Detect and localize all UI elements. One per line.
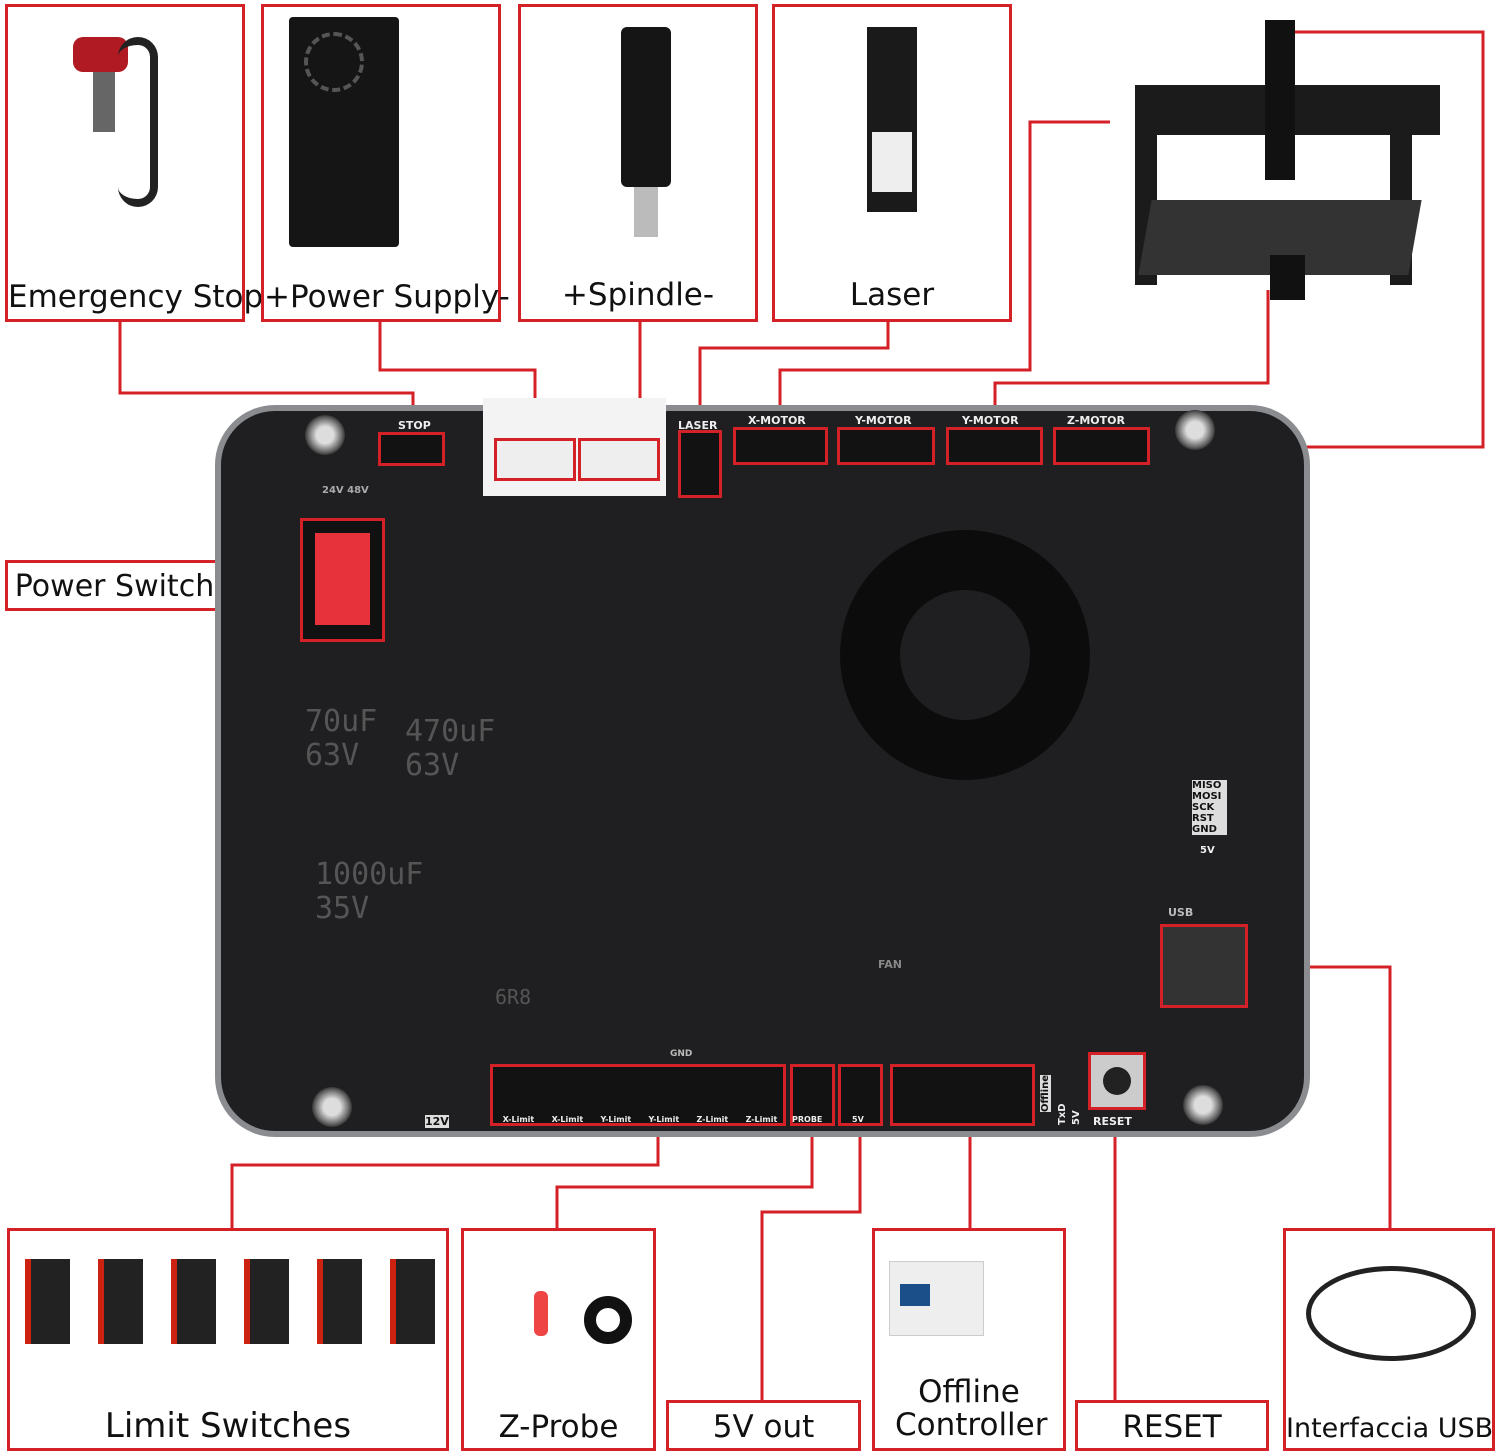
silk-reset: RESET — [1093, 1115, 1132, 1128]
screw-icon — [1183, 1085, 1223, 1125]
laser-panel: Laser — [772, 4, 1012, 322]
offline-controller-label: Offline Controller — [895, 1374, 1048, 1443]
limit-switch-connectors[interactable] — [490, 1064, 786, 1126]
capacitor-label: 1000uF 35V — [315, 857, 424, 926]
silk-txd: TxD — [1057, 1103, 1068, 1125]
probe-connector[interactable] — [790, 1064, 835, 1126]
z-probe-label: Z-Probe — [498, 1409, 619, 1445]
x-motor-connector[interactable] — [733, 427, 828, 465]
screw-icon — [1175, 410, 1215, 450]
silk-usb: USB — [1168, 906, 1194, 919]
reset-panel: RESET — [1075, 1400, 1269, 1451]
spindle-shaft-image — [634, 187, 658, 237]
silk-limit: X-Limit — [502, 1115, 535, 1124]
offline-controller-connector[interactable] — [890, 1064, 1035, 1126]
screw-icon — [312, 1087, 352, 1127]
silk-5v-b: 5V — [1071, 1110, 1082, 1125]
spindle-panel: +Spindle- — [518, 4, 758, 322]
capacitor-label: 470uF 63V — [405, 714, 496, 783]
power-supply-fan-image — [304, 32, 364, 92]
5v-out-panel: 5V out — [666, 1400, 861, 1451]
usb-panel: Interfaccia USB — [1283, 1228, 1495, 1451]
5v-out-label: 5V out — [712, 1409, 815, 1445]
reset-button[interactable] — [1088, 1052, 1146, 1110]
line-laser — [698, 321, 890, 430]
line-z-motor — [1150, 30, 1485, 449]
silk-limit: X-Limit — [551, 1115, 584, 1124]
screw-icon — [305, 415, 345, 455]
usb-cable-image — [1306, 1266, 1476, 1361]
y-motor-connector[interactable] — [837, 427, 935, 465]
silk-gnd: GND — [670, 1049, 693, 1059]
power-switch-panel: Power Switch — [5, 560, 224, 611]
z-probe-panel: Z-Probe — [461, 1228, 656, 1451]
silk-limit: Y-Limit — [600, 1115, 632, 1124]
offline-controller-panel: Offline Controller — [872, 1228, 1066, 1451]
silk-laser: LASER — [678, 419, 718, 432]
power-supply-terminal[interactable] — [494, 438, 576, 481]
cooling-fan-image — [840, 530, 1090, 780]
capacitor-label: 70uF 63V — [305, 704, 378, 773]
line-5v — [760, 1125, 862, 1400]
line-limits — [230, 1125, 660, 1228]
silk-voltage: 24V 48V — [322, 485, 369, 496]
z-probe-puck-image — [584, 1296, 632, 1344]
silk-isp: MISO MOSI SCK RST GND — [1192, 780, 1227, 835]
silk-limit: Y-Limit — [648, 1115, 680, 1124]
limit-labels: X-Limit X-Limit Y-Limit Y-Limit Z-Limit … — [494, 1115, 786, 1124]
power-supply-label: +Power Supply- — [264, 279, 510, 315]
limit-switches-label: Limit Switches — [104, 1406, 352, 1446]
silk-limit: Z-Limit — [745, 1115, 778, 1124]
silk-offline: Offline — [1040, 1075, 1051, 1112]
laser-label: Laser — [849, 277, 935, 313]
silk-5v: 5V — [852, 1115, 864, 1124]
z-probe-clip-image — [534, 1291, 548, 1336]
silk-fan: FAN — [878, 958, 902, 971]
silk-z-motor: Z-MOTOR — [1067, 414, 1125, 427]
silk-stop: STOP — [398, 419, 431, 432]
silk-y-motor-2: Y-MOTOR — [962, 414, 1019, 427]
z-motor-connector[interactable] — [1053, 427, 1150, 465]
power-supply-panel: +Power Supply- — [261, 4, 510, 322]
rocker-icon — [315, 533, 370, 625]
estop-body-image — [93, 72, 115, 132]
silk-probe: PROBE — [792, 1115, 823, 1124]
laser-connector[interactable] — [678, 430, 722, 498]
silk-limit: Z-Limit — [696, 1115, 729, 1124]
silk-x-motor: X-MOTOR — [748, 414, 806, 427]
controller-board — [215, 405, 1310, 1137]
emergency-stop-label: Emergency Stop — [8, 279, 264, 315]
reset-label: RESET — [1122, 1409, 1222, 1445]
power-switch-label: Power Switch — [14, 569, 215, 604]
usb-port[interactable] — [1160, 924, 1248, 1008]
limit-switch-images — [25, 1259, 435, 1344]
y-motor-2-connector[interactable] — [946, 427, 1043, 465]
inductor-label: 6R8 — [495, 985, 532, 1009]
emergency-stop-panel: Emergency Stop — [5, 4, 264, 322]
silk-12v: 12V — [425, 1115, 449, 1128]
line-probe — [555, 1125, 814, 1228]
spindle-terminal[interactable] — [578, 438, 660, 481]
power-switch[interactable] — [300, 518, 385, 642]
offline-controller-image — [889, 1261, 984, 1336]
estop-cable-image — [118, 37, 158, 207]
spindle-label: +Spindle- — [561, 277, 715, 313]
line-y-motor — [993, 290, 1270, 425]
limit-switches-panel: Limit Switches — [7, 1228, 449, 1451]
line-x-motor — [778, 120, 1110, 425]
spindle-motor-image — [621, 27, 671, 187]
5v-connector[interactable] — [838, 1064, 883, 1126]
usb-label: Interfaccia USB — [1286, 1413, 1494, 1444]
stop-connector[interactable] — [378, 432, 445, 466]
silk-isp-5v: 5V — [1200, 845, 1215, 856]
laser-sticker-image — [872, 132, 912, 192]
silk-y-motor: Y-MOTOR — [855, 414, 912, 427]
cnc-machine-image — [1105, 15, 1460, 305]
